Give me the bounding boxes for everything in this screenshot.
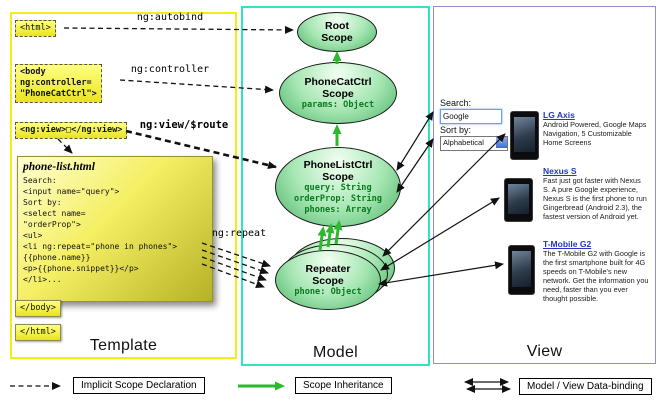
view-panel: Search: Sort by: Alphabetical ▼ LG Axis … <box>433 6 656 364</box>
scope-repeater: Repeater Scope phone: Object <box>275 250 381 310</box>
html-open-tag: <html> <box>15 20 56 37</box>
legend-dashed-arrow-icon <box>10 381 61 390</box>
ng-view-tag: <ng:view>□</ng:view> <box>15 122 128 139</box>
template-panel: <html> <body ng:controller= "PhoneCatCtr… <box>10 12 237 359</box>
scope-phonecatctrl: PhoneCatCtrl Scope params: Object <box>279 62 397 124</box>
search-input[interactable] <box>440 109 502 124</box>
legend-item-implicit: Implicit Scope Declaration <box>8 377 205 394</box>
model-panel: Root Scope PhoneCatCtrl Scope params: Ob… <box>241 6 430 366</box>
scope-root: Root Scope <box>297 12 377 52</box>
scope-name: PhoneListCtrl Scope <box>303 158 373 183</box>
phone-description: Fast just got faster with Nexus S. A pur… <box>543 176 647 221</box>
legend-label-inheritance: Scope Inheritance <box>295 377 392 394</box>
code-line: "orderProp"> <box>23 220 81 229</box>
phone-image <box>510 111 539 160</box>
code-line: <p>{{phone.snippet}}</p> <box>23 264 139 273</box>
legend-label-implicit: Implicit Scope Declaration <box>73 377 205 394</box>
legend-double-arrow-icon <box>464 378 511 393</box>
phone-description: The T-Mobile G2 with Google is the first… <box>543 249 649 303</box>
sort-label: Sort by: <box>440 125 472 135</box>
code-line: Sort by: <box>23 198 62 207</box>
scope-prop: orderProp: String <box>294 193 382 204</box>
body-close-tag: </body> <box>15 300 61 317</box>
scope-prop: phones: Array <box>304 204 372 215</box>
scope-prop: phone: Object <box>294 286 362 297</box>
phone-screen <box>512 251 531 287</box>
scope-name: PhoneCatCtrl Scope <box>304 75 372 100</box>
code-line: <li ng:repeat="phone in phones"> <box>23 242 178 251</box>
phone-description: Android Powered, Google Maps Navigation,… <box>543 120 647 147</box>
phone-name-link[interactable]: Nexus S <box>543 166 577 176</box>
code-line: Search: <box>23 176 57 185</box>
phone-image <box>508 245 535 295</box>
label-ng-repeat: ng:repeat <box>211 228 267 239</box>
phone-image <box>504 178 533 222</box>
phone-name-link[interactable]: LG Axis <box>543 110 575 120</box>
chevron-down-icon[interactable]: ▼ <box>496 137 507 148</box>
label-ng-autobind: ng:autobind <box>136 12 204 23</box>
scope-phonelistctrl: PhoneListCtrl Scope query: String orderP… <box>275 147 401 227</box>
legend-item-inheritance: Scope Inheritance <box>236 377 392 394</box>
scope-prop: params: Object <box>301 99 375 110</box>
phone-screen <box>508 184 529 214</box>
legend-green-arrow-icon <box>238 381 285 390</box>
code-line: <select name= <box>23 209 86 218</box>
model-panel-label: Model <box>312 344 359 361</box>
label-ng-controller: ng:controller <box>130 64 210 75</box>
sort-select-value: Alphabetical <box>443 138 484 147</box>
legend-item-databinding: Model / View Data-binding <box>458 377 652 395</box>
code-line: <ul> <box>23 231 43 240</box>
phone-name-link[interactable]: T-Mobile G2 <box>543 239 592 249</box>
search-label: Search: <box>440 98 472 108</box>
html-close-tag: </html> <box>15 324 61 341</box>
scope-name: Root Scope <box>321 20 353 44</box>
scope-name: Repeater Scope <box>305 262 351 287</box>
legend-label-databinding: Model / View Data-binding <box>519 377 652 395</box>
body-open-tag: <body ng:controller= "PhoneCatCtrl"> <box>15 64 102 103</box>
template-panel-label: Template <box>89 337 158 354</box>
note-title: phone-list.html <box>23 161 95 173</box>
scope-prop: query: String <box>304 182 372 193</box>
phone-list-note: phone-list.html Search: <input name="que… <box>17 156 213 302</box>
label-ng-view-route: ng:view/$route <box>139 119 229 131</box>
code-line: {{phone.name}} <box>23 253 91 262</box>
code-line: </li>... <box>23 275 62 284</box>
view-panel-label: View <box>526 343 563 360</box>
sort-select[interactable]: Alphabetical ▼ <box>440 136 508 151</box>
phone-screen <box>514 117 535 152</box>
code-line: <input name="query"> <box>23 187 120 196</box>
